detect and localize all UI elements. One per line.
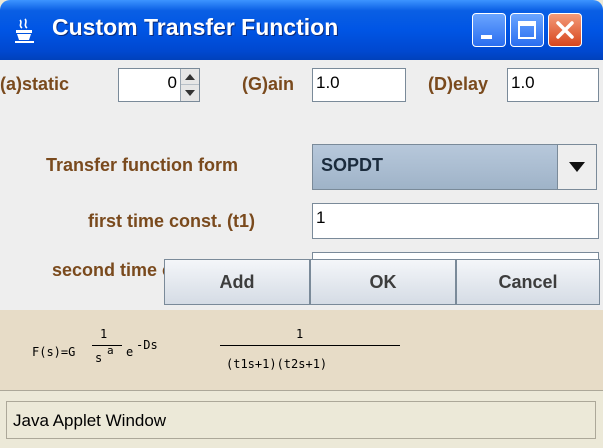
formula-den2: (t1s+1)(t2s+1)	[226, 357, 328, 371]
formula-lhs: F(s)=G	[32, 345, 76, 359]
formula-exp-base: e	[126, 345, 134, 359]
t1-input[interactable]: 1	[312, 203, 599, 239]
spinner-up-button[interactable]	[181, 69, 199, 85]
add-button[interactable]: Add	[164, 259, 310, 305]
cancel-button[interactable]: Cancel	[456, 259, 600, 305]
chevron-down-icon	[569, 162, 585, 172]
close-button[interactable]	[548, 13, 582, 47]
title-bar[interactable]: Custom Transfer Function	[0, 0, 603, 60]
minimize-icon	[481, 35, 492, 39]
formula-exp-power: -Ds	[136, 338, 158, 352]
status-text: Java Applet Window	[13, 411, 167, 430]
close-icon	[556, 21, 574, 39]
formula-panel: F(s)=G 1 s a e -Ds 1 (t1s+1)(t2s+1)	[0, 310, 603, 390]
fraction-line-1	[92, 345, 122, 346]
spinner-buttons	[180, 69, 199, 101]
fraction-line-2	[220, 345, 400, 346]
formula-den1-base: s	[95, 351, 103, 365]
formula-den1-exp: a	[107, 344, 114, 357]
dropdown-button[interactable]	[557, 145, 596, 189]
minimize-button[interactable]	[472, 13, 506, 47]
t1-label: first time const. (t1)	[88, 211, 256, 231]
formula-num2: 1	[296, 327, 304, 341]
static-label: (a)static	[0, 74, 70, 94]
maximize-icon	[518, 21, 536, 39]
java-cup-icon	[12, 18, 38, 44]
window-title: Custom Transfer Function	[52, 14, 339, 40]
transfer-form-label: Transfer function form	[46, 155, 239, 175]
arrow-up-icon	[185, 74, 195, 80]
transfer-form-select[interactable]: SOPDT	[312, 144, 597, 190]
static-value: 0	[167, 73, 177, 92]
status-panel: Java Applet Window	[6, 401, 596, 439]
status-bar: Java Applet Window	[0, 390, 603, 448]
ok-button[interactable]: OK	[310, 259, 456, 305]
arrow-down-icon	[185, 90, 195, 96]
gain-input[interactable]: 1.0	[312, 68, 406, 102]
formula-num1: 1	[100, 327, 108, 341]
delay-label: (D)elay	[428, 74, 489, 94]
gain-label: (G)ain	[242, 74, 294, 94]
spinner-down-button[interactable]	[181, 85, 199, 101]
static-spinner[interactable]: 0	[118, 68, 200, 102]
transfer-form-value: SOPDT	[321, 155, 384, 175]
delay-input[interactable]: 1.0	[507, 68, 599, 102]
transfer-function-formula: F(s)=G 1 s a e -Ds 1 (t1s+1)(t2s+1)	[32, 327, 452, 387]
maximize-button[interactable]	[510, 13, 544, 47]
